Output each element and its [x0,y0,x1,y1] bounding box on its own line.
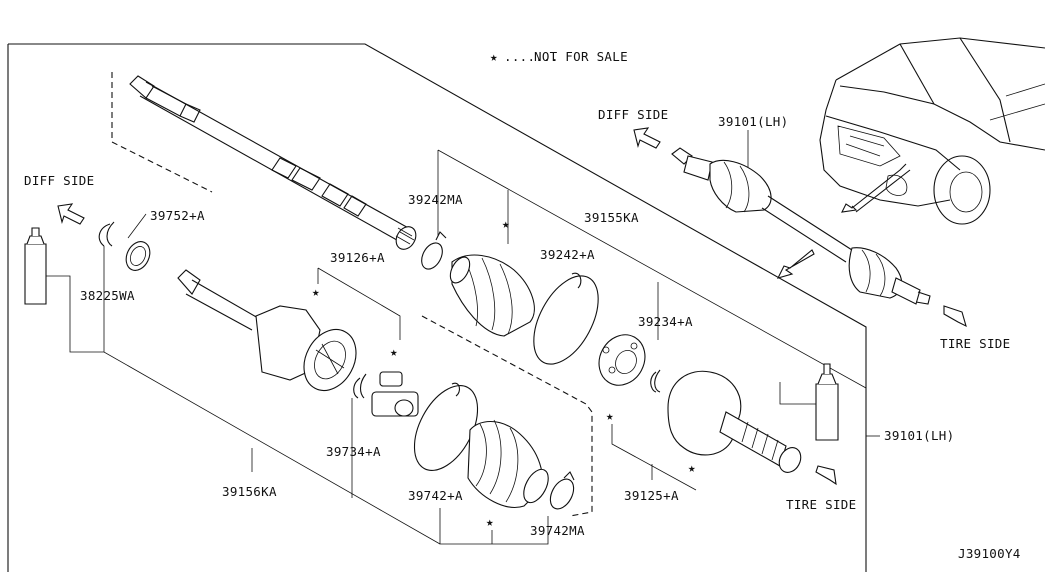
vehicle-sketch [819,37,1045,225]
outer-boot [449,254,535,337]
boot-band-39742MA [549,471,575,510]
inner-boot [467,419,549,508]
circlip-39234 [650,369,661,393]
boot-band-39242MA [421,231,447,270]
label-diff-side-left: DIFF SIDE [24,173,94,188]
star-outer-boot: ★ [502,216,510,231]
star-spider: ★ [390,344,398,359]
label-39734: 39734+A [326,444,381,459]
label-39742: 39742+A [408,488,463,503]
label-tire-side-top: TIRE SIDE [940,336,1010,351]
label-39742MA: 39742MA [530,523,585,538]
star-outer-joint: ★ [688,460,696,475]
legend-text: NOT FOR SALE [534,49,628,64]
legend-dots: ....... [504,49,559,64]
label-39125: 39125+A [624,488,679,503]
star-cage: ★ [606,408,614,423]
inner-dashed-outline [421,315,593,517]
label-39101-top: 39101(LH) [718,114,788,129]
shaft-dashed-outline [111,72,213,193]
inner-joint-housing [177,269,357,391]
label-39101-right: 39101(LH) [884,428,954,443]
label-diff-side-right: DIFF SIDE [598,107,668,122]
grease-tube-left [24,227,47,305]
assembly-frame [7,43,867,572]
assembled-driveshaft [671,147,931,305]
label-38225: 38225WA [80,288,135,303]
shaft-direction-arrow [776,249,815,279]
spider-trunnion [371,371,419,417]
snap-ring-39734 [353,373,367,399]
snap-ring-38225 [98,221,115,247]
star-inner-boot: ★ [486,514,494,529]
circlip-39752 [125,241,151,271]
boot-band-39242 [533,272,599,365]
ball-cage [598,334,646,386]
star-39156: ★ [312,284,320,299]
label-39155: 39155KA [584,210,639,225]
diff-side-arrow-right [633,127,661,149]
label-39752: 39752+A [150,208,205,223]
diagram-code: J39100Y4 [958,546,1021,561]
label-39234: 39234+A [638,314,693,329]
grease-tube-right [815,363,839,441]
boot-band-39742 [413,382,479,471]
label-39126: 39126+A [330,250,385,265]
legend-star: ★ [490,49,498,64]
label-39242MA: 39242MA [408,192,463,207]
label-tire-side-bottom: TIRE SIDE [786,497,856,512]
tire-side-arrow-top [943,305,967,328]
inner-shaft [129,75,417,250]
diff-side-arrow-left [57,203,85,225]
tire-side-arrow-bottom [815,465,837,486]
outer-joint-housing [667,370,802,473]
label-39156: 39156KA [222,484,277,499]
label-39242: 39242+A [540,247,595,262]
